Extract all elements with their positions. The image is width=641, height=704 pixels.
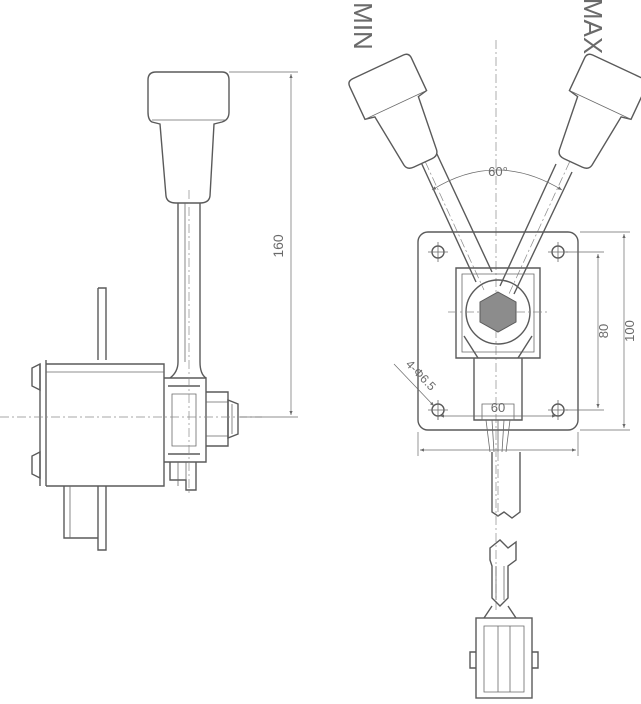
- cable-end-upper: [489, 539, 517, 607]
- wire-bundle: [485, 419, 511, 453]
- plate-width-label: 60: [491, 400, 505, 415]
- height-label: 160: [270, 234, 286, 258]
- side-cap-upper: [31, 362, 41, 392]
- front-view: MIN MAX 60°: [348, 0, 641, 699]
- hole-spacing-label: 80: [596, 324, 611, 338]
- side-cap-lower: [31, 450, 41, 480]
- holes-label: 4-Φ6.5: [403, 357, 439, 394]
- lever-max: [499, 53, 641, 297]
- side-knob: [147, 71, 230, 204]
- connector-housing: [475, 617, 533, 699]
- holes-leader: [393, 363, 435, 407]
- max-label: MAX: [578, 0, 608, 54]
- inner-housing: [455, 267, 541, 359]
- side-shaft: [177, 203, 201, 362]
- side-view: 160: [0, 71, 298, 551]
- cable: [491, 452, 521, 519]
- side-nut: [227, 398, 239, 440]
- angle-label: 60°: [488, 164, 508, 179]
- pivot-hex-nut: [479, 291, 517, 333]
- side-pivot-bracket: [164, 377, 207, 463]
- side-housing: [46, 363, 165, 487]
- angle-arc: [431, 169, 563, 191]
- side-lower-box: [63, 486, 98, 539]
- lever-min: [348, 53, 493, 291]
- plate-height-label: 100: [622, 320, 637, 342]
- side-flange: [97, 287, 107, 360]
- min-label: MIN: [348, 2, 378, 50]
